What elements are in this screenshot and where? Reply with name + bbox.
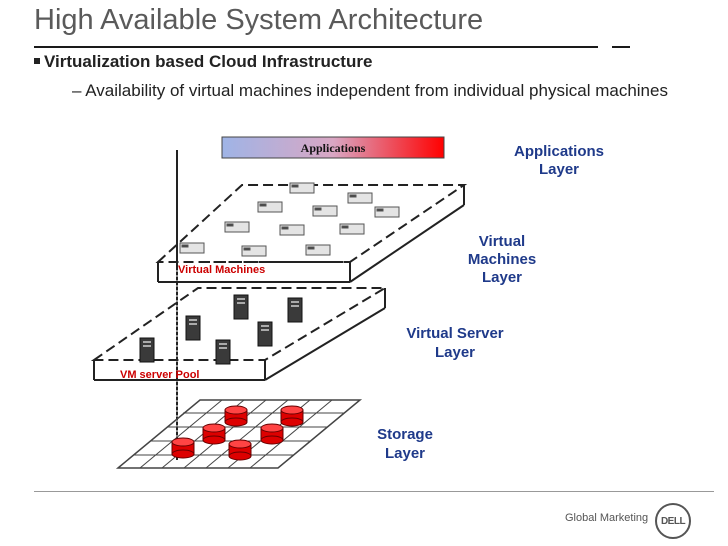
bullet-square-icon bbox=[34, 57, 40, 64]
slide-title: High Available System Architecture bbox=[34, 4, 484, 36]
storage-layer-label-line2: Layer bbox=[385, 445, 425, 462]
vm-layer-label-line1: Virtual bbox=[479, 233, 525, 250]
footer-text: Global Marketing bbox=[565, 512, 649, 524]
title-divider-gap bbox=[598, 45, 612, 49]
title-divider bbox=[34, 46, 630, 48]
bullet-text: Virtualization based Cloud Infrastructur… bbox=[44, 52, 373, 71]
server-layer-platform bbox=[90, 287, 389, 381]
virtual-machine-icons bbox=[179, 182, 400, 257]
server-layer-label-line1: Virtual Server bbox=[406, 325, 503, 342]
footer-divider bbox=[34, 491, 714, 492]
applications-bar-label: Applications bbox=[301, 141, 366, 155]
applications-bar bbox=[221, 136, 445, 159]
sub-bullet-text: – Availability of virtual machines indep… bbox=[72, 81, 668, 100]
vm-layer-label-line3: Layer bbox=[482, 269, 522, 286]
applications-layer-label-line1: Applications bbox=[514, 143, 604, 160]
vm-server-pool-label: VM server Pool bbox=[120, 369, 199, 381]
server-tower-icons bbox=[139, 294, 303, 365]
storage-layer-label-line1: Storage bbox=[377, 426, 433, 443]
vm-layer-platform bbox=[155, 184, 468, 283]
bullet-point: Virtualization based Cloud Infrastructur… bbox=[34, 52, 372, 72]
storage-grid bbox=[115, 399, 363, 469]
vm-layer-label-line2: Machines bbox=[468, 251, 536, 268]
dell-logo: DELL bbox=[655, 503, 691, 539]
applications-layer-label-line2: Layer bbox=[539, 161, 579, 178]
storage-cylinder-icons bbox=[171, 405, 304, 461]
server-layer-label-line2: Layer bbox=[435, 344, 475, 361]
virtual-machines-label: Virtual Machines bbox=[178, 264, 265, 276]
